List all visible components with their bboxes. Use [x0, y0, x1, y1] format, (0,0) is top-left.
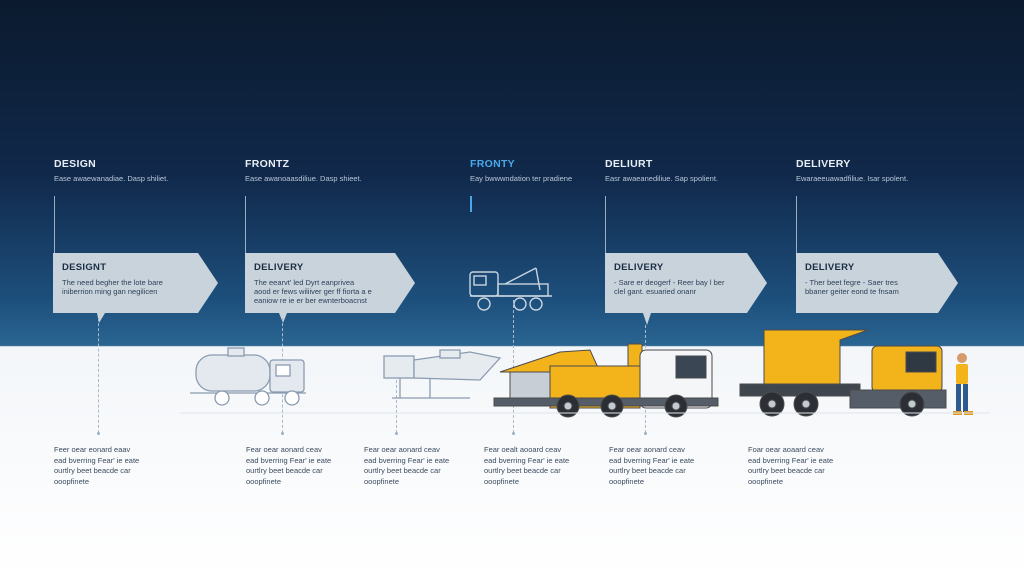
connector-line: [54, 196, 55, 254]
stage-deliurt: DELIURT Easr awaeanediliue. Sap spolient…: [605, 158, 765, 184]
yellow-tow-truck-icon: [493, 343, 719, 418]
callout-body: - Sare er deogerf - Reer bay l ber clel …: [614, 278, 725, 296]
callout-delivery-2: DELIVERY - Sare er deogerf - Reer bay l …: [605, 253, 767, 325]
stage-title: DELIURT: [605, 158, 653, 170]
dashed-connector: [98, 318, 99, 433]
callout-title: DELIVERY: [254, 262, 304, 273]
note-5: Fear oear aonard ceav ead bverring Fear'…: [609, 445, 695, 486]
callout-designt: DESIGNT The need begher the lote bare in…: [53, 253, 218, 323]
worker-figure-icon: [953, 353, 973, 415]
note-1: Feer oear eonard eaav ead bverring Fear'…: [54, 445, 140, 486]
stage-subtitle: Ease awaewanadiae. Dasp shiliet.: [54, 174, 169, 183]
connector-line-accent: [470, 196, 472, 212]
note-4: Fear oealt aooard ceav ead bverring Fear…: [484, 445, 570, 486]
stage-frontz: FRONTZ Ease awanoaasdiliue. Dasp shieet.: [245, 158, 405, 184]
callout-body: The eearvt' led Dyrt eanprivea aood er f…: [254, 278, 372, 305]
stage-design: DESIGN Ease awaewanadiae. Dasp shiliet.: [54, 158, 214, 184]
stage-subtitle: Ewaraeeuawadfiliue. Isar spolent.: [796, 174, 909, 183]
connector-dot: [281, 432, 284, 435]
note-3: Fear oear aonard ceav ead bverring Fear'…: [364, 445, 450, 486]
connector-dot: [395, 432, 398, 435]
dashed-connector: [513, 300, 514, 433]
stage-subtitle: Eay bwwwndation ter pradiene: [470, 174, 573, 183]
callout-shape: [796, 253, 958, 313]
callout-shape: [53, 253, 218, 323]
stage-subtitle: Easr awaeanediliue. Sap spolient.: [605, 174, 718, 183]
connector-dot: [644, 432, 647, 435]
sketch-tow-truck-icon: [469, 267, 552, 311]
sketch-crane-machine-icon: [383, 349, 502, 399]
callout-title: DELIVERY: [805, 262, 855, 273]
callout-title: DESIGNT: [62, 262, 107, 273]
dashed-connector: [396, 380, 397, 433]
stage-fronty: FRONTY Eay bwwwndation ter pradiene: [470, 158, 630, 184]
stage-title: FRONTY: [470, 158, 515, 170]
callout-shape: [245, 253, 415, 323]
note-6: Foar oear aoaard ceav ead bverring Fear'…: [748, 445, 834, 486]
connector-line: [245, 196, 246, 254]
connector-line: [605, 196, 606, 254]
stage-title: FRONTZ: [245, 158, 290, 170]
connector-line: [796, 196, 797, 254]
stage-subtitle: Ease awanoaasdiliue. Dasp shieet.: [245, 174, 362, 183]
callout-shape: [605, 253, 767, 325]
connector-dot: [97, 432, 100, 435]
callout-delivery-1: DELIVERY The eearvt' led Dyrt eanprivea …: [245, 253, 415, 323]
sketch-tanker-truck-icon: [190, 347, 306, 406]
note-2: Fear oear aonard ceav ead bverring Fear'…: [246, 445, 332, 486]
stage-title: DELIVERY: [796, 158, 851, 170]
callout-title: DELIVERY: [614, 262, 664, 273]
callout-body: The need begher the lote bare iniberrion…: [62, 278, 163, 296]
connector-dot: [512, 432, 515, 435]
callout-body: - Ther beet fegre - Saer tres bbaner gei…: [805, 278, 899, 296]
stage-delivery: DELIVERY Ewaraeeuawadfiliue. Isar spolen…: [796, 158, 956, 184]
yellow-dump-truck-icon: [739, 329, 947, 417]
callout-delivery-3: DELIVERY - Ther beet fegre - Saer tres b…: [796, 253, 958, 313]
stage-title: DESIGN: [54, 158, 97, 170]
